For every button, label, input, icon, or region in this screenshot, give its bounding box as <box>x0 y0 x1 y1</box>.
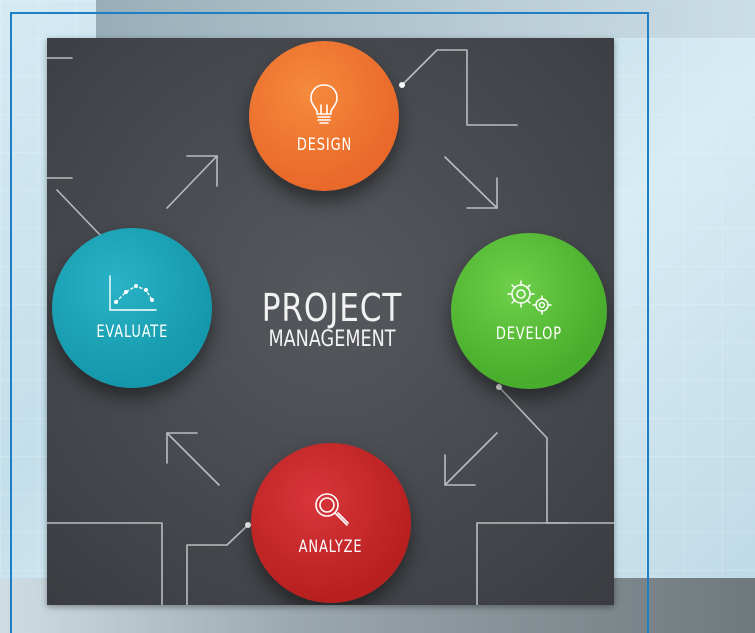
design-node: DESIGN <box>249 41 399 191</box>
top-band <box>96 0 755 38</box>
develop-label: DEVELOP <box>495 324 563 344</box>
project-management-diagram: DESIGN <box>47 38 614 605</box>
develop-node: DEVELOP <box>451 233 607 389</box>
gears-icon <box>507 280 552 315</box>
center-title: PROJECT MANAGEMENT <box>232 288 432 352</box>
magnifier-icon <box>315 493 349 526</box>
title-line-management: MANAGEMENT <box>268 327 396 352</box>
design-label: DESIGN <box>296 135 352 155</box>
analyze-node: ANALYZE <box>251 443 411 603</box>
connector-lines <box>47 49 614 605</box>
chart-icon <box>109 275 157 311</box>
analyze-label: ANALYZE <box>299 537 363 557</box>
image-frame <box>10 12 649 633</box>
title-line-project: PROJECT <box>261 286 403 330</box>
evaluate-node: EVALUATE <box>52 228 212 388</box>
evaluate-label: EVALUATE <box>96 322 168 342</box>
lightbulb-icon <box>310 84 338 124</box>
